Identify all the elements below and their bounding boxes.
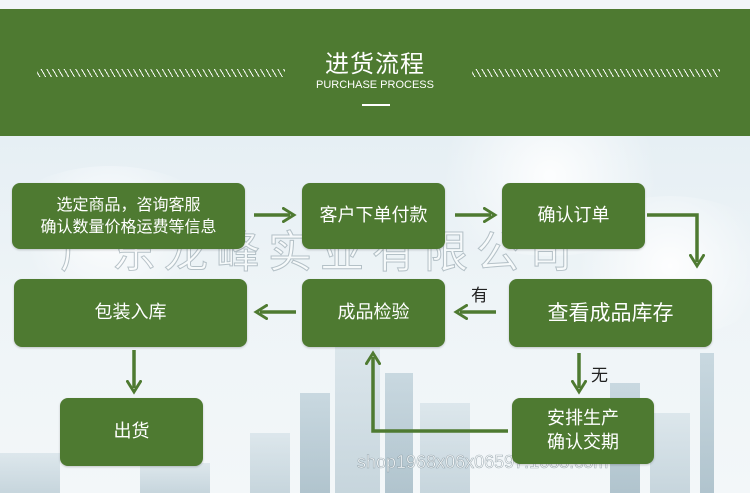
node-inspection-label: 成品检验 [337,301,410,323]
edge-label-no-stock: 无 [591,366,608,386]
node-ship: 出货 [60,398,203,466]
arrow-produce-to-inspect [373,357,508,433]
node-select-product-line1: 选定商品，咨询客服 [56,195,201,215]
node-schedule-production-line2: 确认交期 [547,432,619,453]
node-select-product-line2: 确认数量价格运费等信息 [40,217,217,236]
node-schedule-production-line1: 安排生产 [547,407,619,429]
node-schedule-production: 安排生产 确认交期 [512,398,654,464]
node-inspection: 成品检验 [302,279,445,347]
node-confirm-order: 确认订单 [502,183,645,249]
node-ship-label: 出货 [113,420,150,442]
node-select-product: 选定商品，咨询客服 确认数量价格运费等信息 [12,183,245,249]
node-check-inventory: 查看成品库存 [509,279,712,347]
node-confirm-order-label: 确认订单 [537,204,610,226]
page-title: 进货流程 [325,50,425,78]
decorative-hatch-left [37,69,285,77]
edge-label-has-stock: 有 [471,286,488,306]
node-customer-order: 客户下单付款 [302,183,445,249]
node-pack-store: 包装入库 [14,279,247,347]
header-banner: 进货流程 PURCHASE PROCESS [0,9,750,136]
page-subtitle: PURCHASE PROCESS [316,79,434,91]
node-customer-order-label: 客户下单付款 [319,204,428,226]
title-underline [362,104,390,106]
arrow-confirm-to-inventory [647,213,697,262]
node-pack-store-label: 包装入库 [94,301,167,323]
node-check-inventory-label: 查看成品库存 [547,300,674,325]
decorative-hatch-right [472,69,720,77]
